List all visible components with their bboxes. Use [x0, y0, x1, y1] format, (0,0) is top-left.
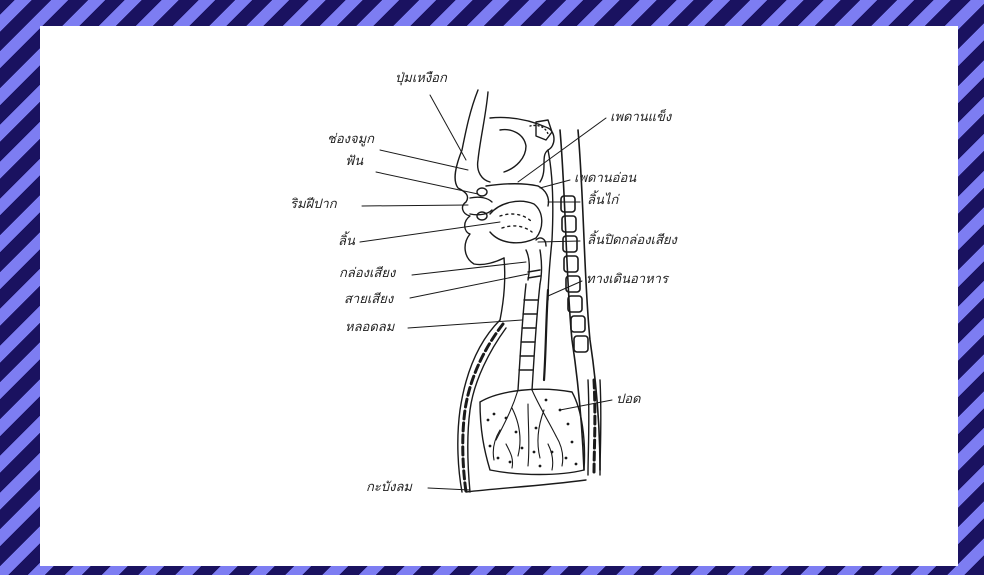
tongue-texture — [500, 214, 532, 232]
label-hard-palate: เพดานแข็ง — [610, 110, 671, 126]
leader-soft-palate — [540, 180, 570, 188]
leader-lips — [362, 205, 468, 206]
label-esophagus: ทางเดินอาหาร — [586, 272, 668, 288]
leader-nasal-cavity — [380, 150, 468, 170]
label-trachea: หลอดลม — [345, 320, 394, 336]
label-larynx: กล่องเสียง — [339, 266, 395, 282]
bronchial-tree — [493, 390, 563, 470]
label-tongue: ลิ้น — [338, 234, 355, 250]
nasal-cavity-inner — [500, 130, 526, 172]
upper-teeth — [477, 188, 487, 196]
vocal-cord-lines — [528, 270, 540, 278]
label-soft-palate: เพดานอ่อน — [574, 171, 636, 187]
label-teeth: ฟัน — [345, 154, 363, 170]
chest-front-inner — [468, 328, 506, 492]
leader-teeth — [376, 172, 478, 194]
chest-back-outer — [600, 380, 601, 475]
hard-palate-line — [486, 184, 538, 186]
diaphragm-line — [466, 480, 586, 492]
leader-lung — [560, 400, 612, 410]
label-epiglottis: ลิ้นปิดกล่องเสียง — [587, 233, 677, 249]
pharynx-wall — [548, 150, 553, 300]
label-uvula: ลิ้นไก่ — [587, 193, 618, 209]
leader-larynx — [412, 262, 526, 275]
rib-segments-back — [594, 380, 595, 475]
upper-lip — [470, 197, 492, 202]
label-vocal-cords: สายเสียง — [344, 292, 393, 308]
sinus-region — [536, 120, 552, 140]
nose-bridge — [478, 92, 490, 182]
leader-esophagus — [548, 281, 582, 296]
trachea-tube — [518, 284, 540, 390]
label-diaphragm: กะบังลม — [366, 480, 412, 496]
label-lips: ริมฝีปาก — [290, 197, 337, 213]
soft-palate-line — [538, 186, 549, 206]
leader-tongue — [360, 222, 500, 242]
esophagus-tube — [544, 290, 548, 380]
lower-teeth — [477, 212, 487, 220]
neck-front — [500, 258, 505, 320]
nasal-cavity-top — [490, 117, 554, 182]
lung-outline — [480, 389, 585, 474]
leader-adenoid — [430, 95, 466, 160]
label-nasal-cavity: ช่องจมูก — [327, 132, 374, 148]
label-adenoid: ปุ่มเหงือก — [395, 71, 447, 87]
leader-vocal-cords — [410, 274, 528, 298]
leader-diaphragm — [428, 488, 470, 490]
larynx-shape — [526, 250, 542, 284]
leader-trachea — [408, 320, 522, 328]
label-lung: ปอด — [616, 392, 641, 408]
chest-back-inner — [588, 380, 589, 475]
